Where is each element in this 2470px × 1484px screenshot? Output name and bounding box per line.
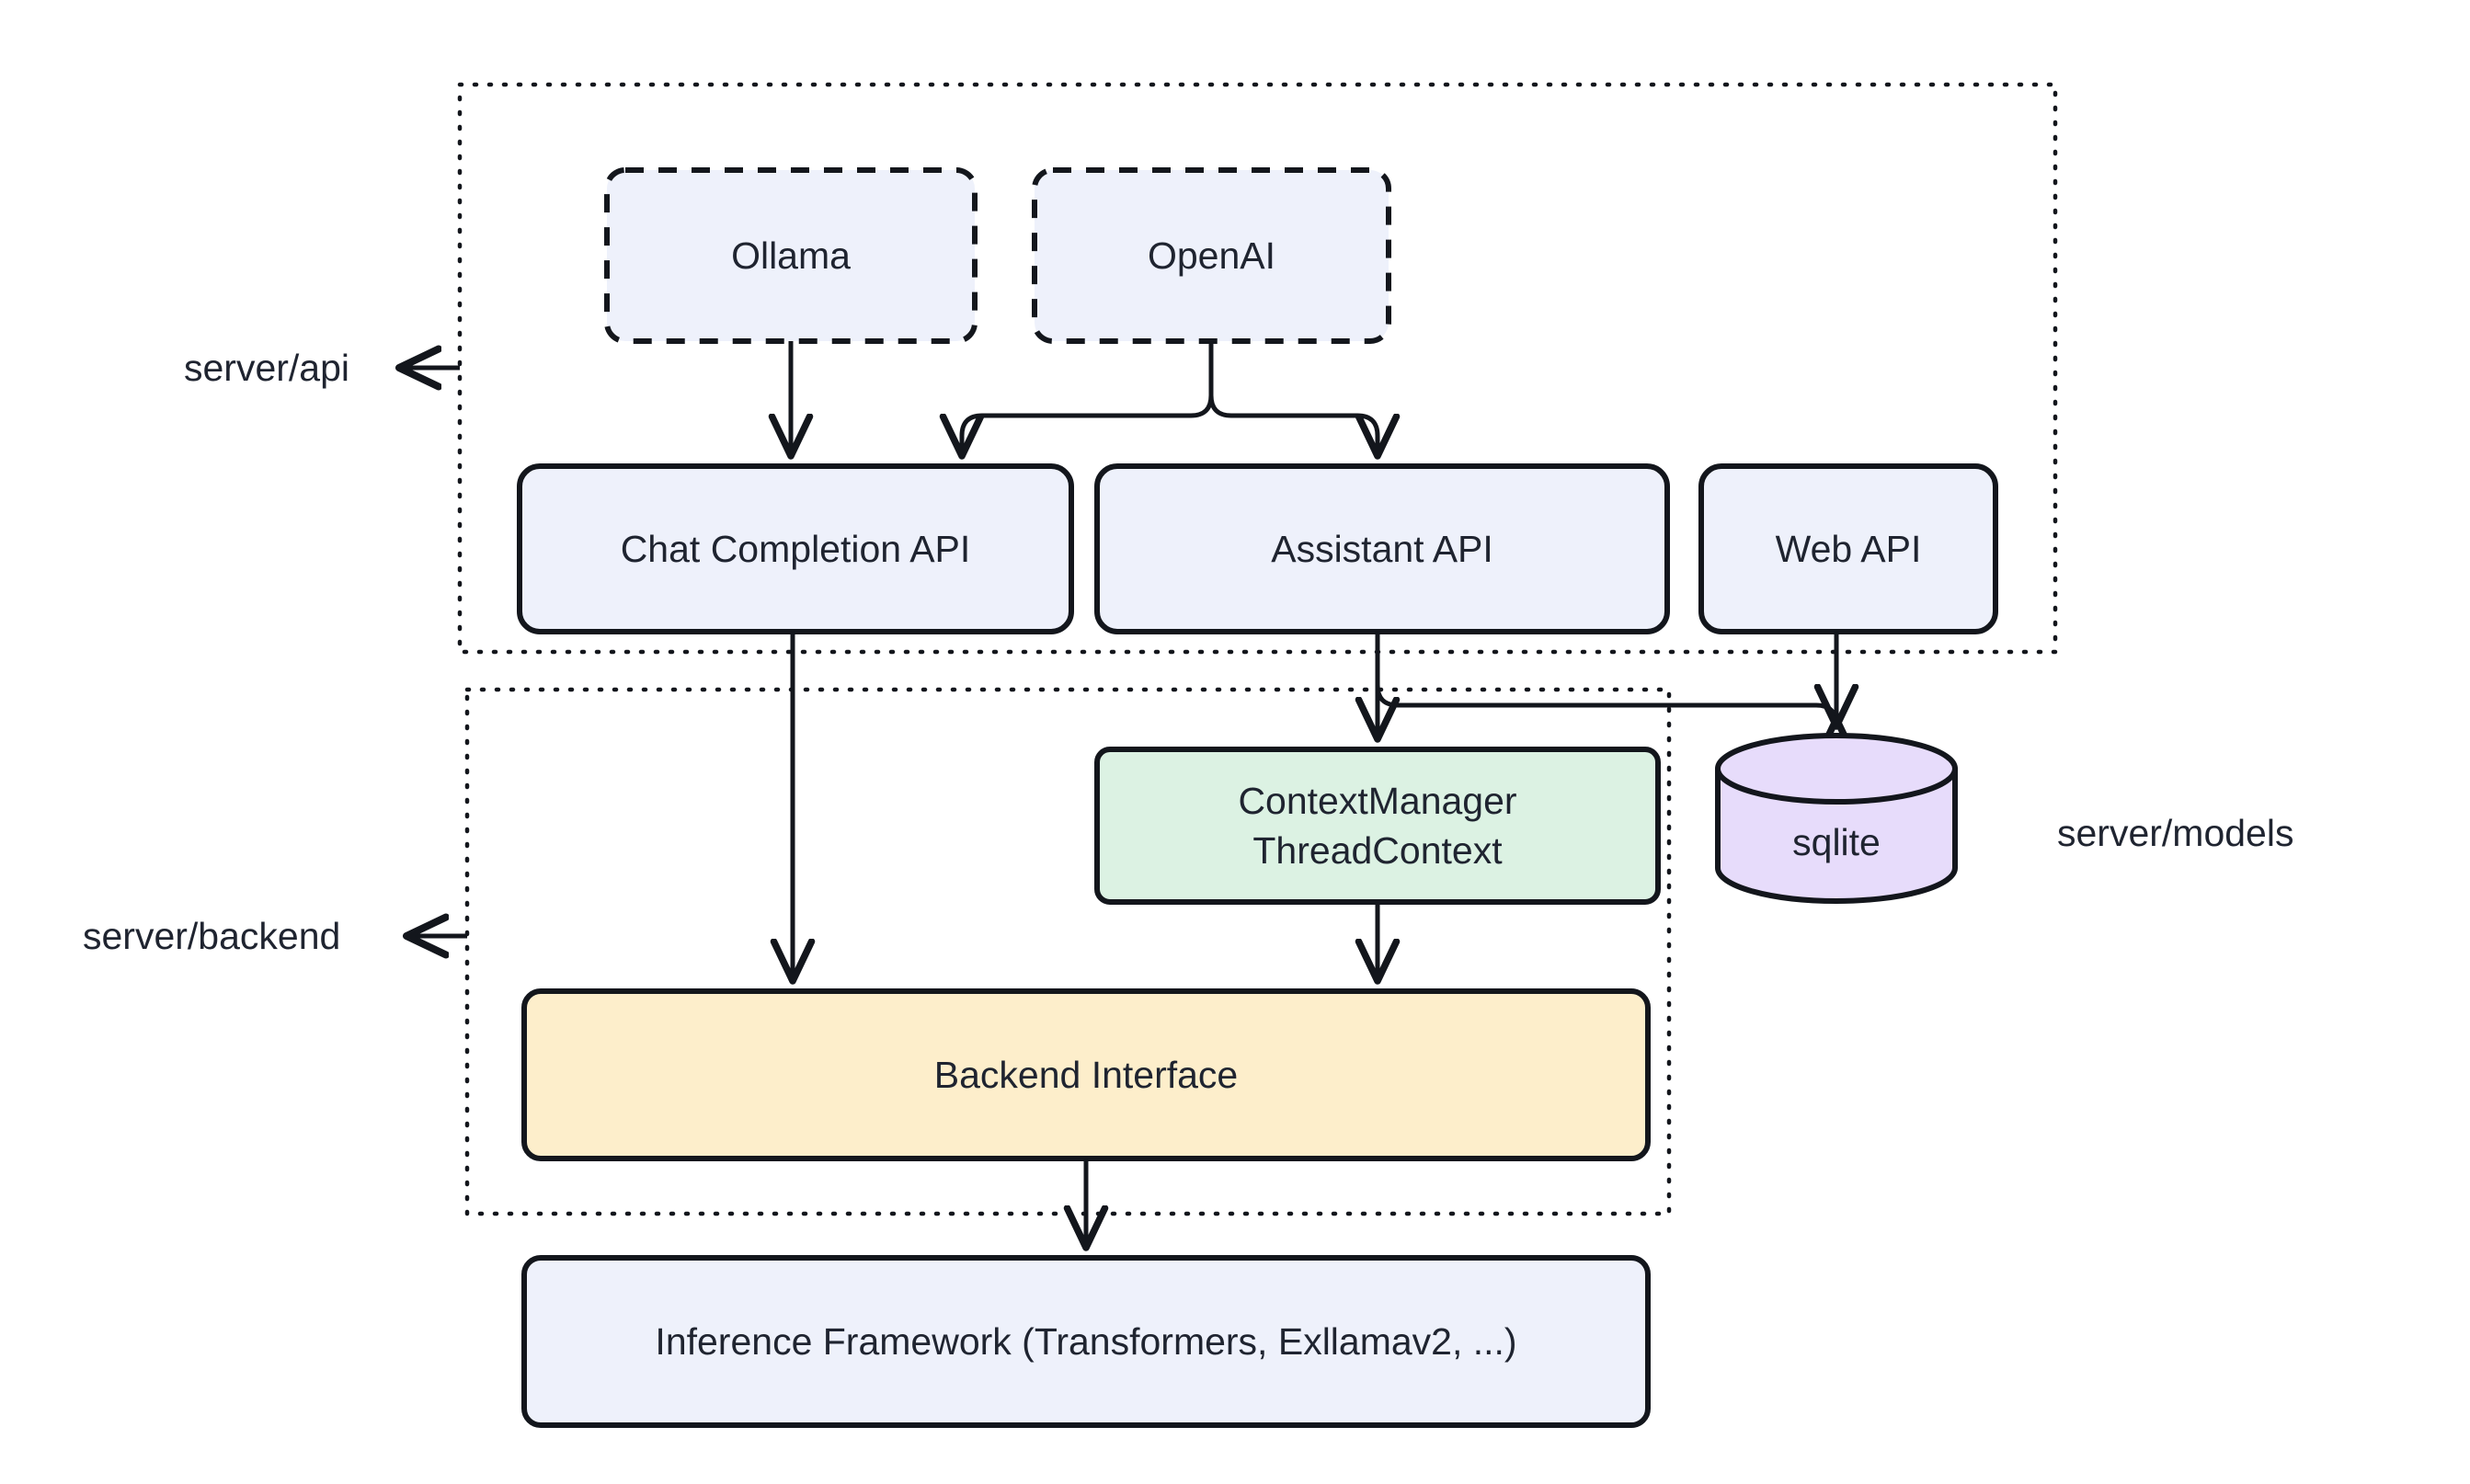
group-label-server-backend: server/backend [83, 914, 341, 957]
edge-openai-to-chat [962, 341, 1214, 452]
group-label-server-models: server/models [2057, 811, 2294, 854]
group-label-server-api: server/api [184, 346, 350, 389]
group-server-api [457, 82, 2058, 655]
node-inference-framework[interactable] [521, 1255, 1651, 1428]
node-backend-interface[interactable] [521, 988, 1651, 1161]
node-chat-completion-api[interactable] [517, 463, 1074, 634]
node-assistant-api[interactable] [1094, 463, 1670, 634]
node-sqlite[interactable] [1715, 733, 1958, 904]
edge-openai-to-assistant [1208, 341, 1378, 452]
node-ollama[interactable] [604, 167, 978, 344]
node-web-api[interactable] [1698, 463, 1998, 634]
node-openai[interactable] [1032, 167, 1391, 344]
node-context-manager[interactable] [1094, 747, 1661, 905]
edge-assistant-to-sqlite [1375, 632, 1836, 725]
